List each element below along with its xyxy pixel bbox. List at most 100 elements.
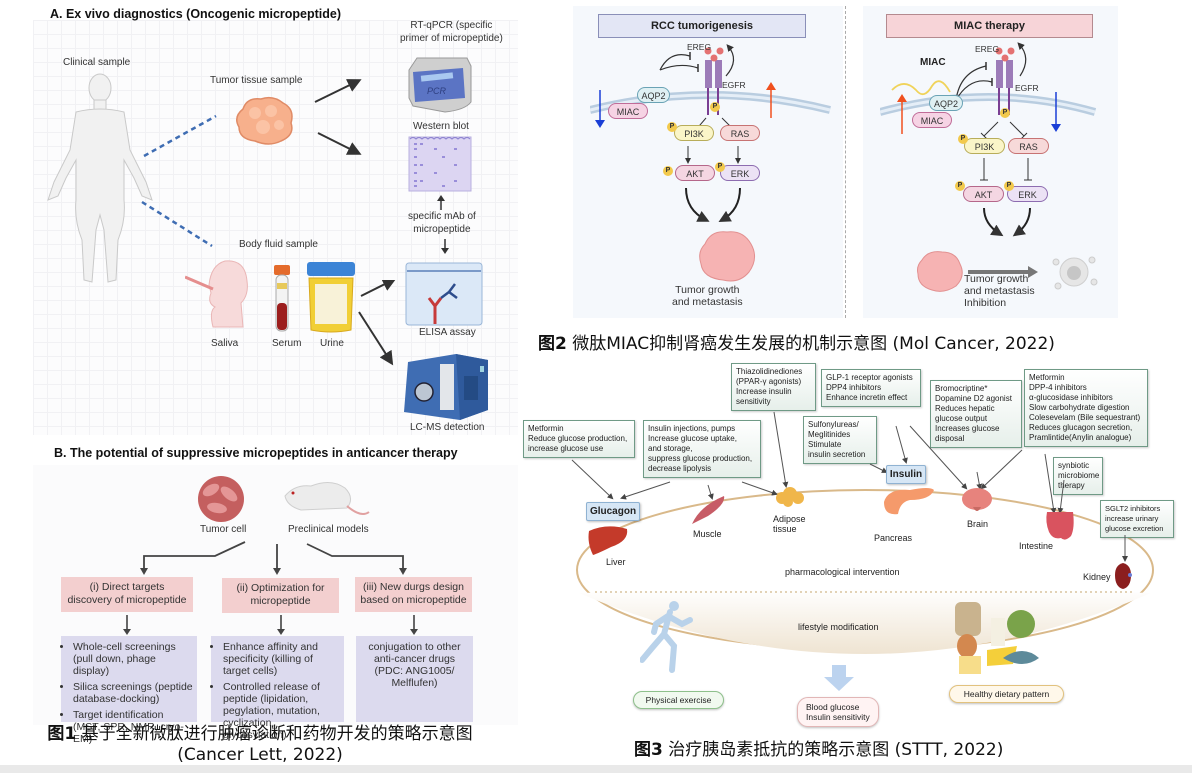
box-line: Sulfonylureas/ <box>808 420 859 429</box>
tumor-tissue-label: Tumor tissue sample <box>210 75 303 86</box>
human-body-icon <box>47 73 153 283</box>
intervention-ellipse <box>576 489 1154 654</box>
strategy-2-box: (ii) Optimization for micropeptide <box>222 578 339 613</box>
physical-exercise-label: Physical exercise <box>633 691 724 709</box>
figure-1: A. Ex vivo diagnostics (Oncogenic microp… <box>0 0 520 773</box>
figure-1-caption: 图1 基于全新微肽进行肿瘤诊断和药物开发的策略示意图 (Cancer Lett,… <box>0 724 520 766</box>
phospho-badge: P <box>1004 181 1014 191</box>
miac-outcome-line3: Inhibition <box>964 297 1007 309</box>
elisa-well-icon <box>405 262 483 326</box>
figure-1-caption-prefix: 图1 <box>47 724 77 744</box>
tumor-icon <box>699 231 755 282</box>
ereg-label: EREG <box>975 44 1000 54</box>
pcr-machine-icon: PCR <box>408 57 472 113</box>
western-blot-icon <box>408 136 472 192</box>
elisa-label: ELISA assay <box>419 327 476 338</box>
erk-node: ERK <box>720 165 760 181</box>
phospho-badge: P <box>667 122 677 132</box>
panel-b-title: B. The potential of suppressive micropep… <box>54 446 458 460</box>
liver-label: Liver <box>606 557 626 567</box>
phospho-badge: P <box>955 181 965 191</box>
rtqpcr-label-line1: RT-qPCR (specific <box>410 20 493 31</box>
sulfonylureas-box: Sulfonylureas/ Meglitinides Stimulate in… <box>803 416 877 464</box>
strategy-down-arrows <box>123 615 418 635</box>
pi3k-node: PI3K <box>674 125 714 141</box>
box-line: GLP-1 receptor agonists <box>826 373 913 382</box>
strategy-3-heading-line2: based on micropeptide <box>360 594 467 606</box>
box-line: Increases glucose <box>935 424 1000 433</box>
strategy-1-details: Whole-cell screenings (pull down, phage … <box>61 636 197 745</box>
miac-outcome-line2: and metastasis <box>964 285 1035 297</box>
box-line: synbiotic <box>1058 461 1090 470</box>
figure-2-caption: 图2 微肽MIAC抑制肾癌发生发展的机制示意图 (Mol Cancer, 202… <box>538 329 1055 354</box>
phospho-badge: P <box>715 162 725 172</box>
box-line: α-glucosidase inhibitors <box>1029 393 1113 402</box>
box-line: SGLT2 inhibitors <box>1105 504 1161 513</box>
box-line: Bromocriptine* <box>935 384 988 393</box>
preclinical-models-label: Preclinical models <box>288 524 369 535</box>
box-line: Meglitinides <box>808 430 851 439</box>
metformin-liver-box: Metformin Reduce glucose production, inc… <box>523 420 635 458</box>
rcc-pathway-diagram <box>590 44 831 222</box>
phospho-badge: P <box>958 134 968 144</box>
aqp2-node: AQP2 <box>637 87 670 103</box>
brain-label: Brain <box>967 519 989 529</box>
kidney-label: Kidney <box>1083 572 1111 582</box>
mab-label: specific mAb of micropeptide <box>408 210 476 236</box>
box-line: glucose excretion <box>1105 524 1164 533</box>
figure-2-caption-prefix: 图2 <box>538 334 567 354</box>
rtqpcr-label-line2: primer of micropeptide) <box>400 33 503 44</box>
phospho-badge: P <box>1000 108 1010 118</box>
rcc-outcome-label: Tumor growth and metastasis <box>672 284 743 308</box>
box-line: Reduce glucose production, <box>528 434 628 443</box>
pcr-screen-text: PCR <box>427 86 447 96</box>
serum-label: Serum <box>272 338 302 349</box>
rtqpcr-label: RT-qPCR (specific primer of micropeptide… <box>400 19 503 45</box>
runner-icon <box>640 601 693 673</box>
healthy-food-icon <box>955 602 1039 674</box>
figure-1-caption-source: (Cancer Lett, 2022) <box>177 745 343 765</box>
up-arrow-icon <box>437 195 445 210</box>
box-line: DPP4 inhibitors <box>826 383 882 392</box>
box-line: suppress glucose production, <box>648 454 753 463</box>
box-line: Metformin <box>528 424 564 433</box>
strategy-3-box: (iii) New durgs design based on micropep… <box>355 577 472 612</box>
box-line: Pramlintide(Anylin analogue) <box>1029 433 1132 442</box>
miac-node: MIAC <box>912 112 952 128</box>
strategy-1-box: (i) Direct targets discovery of micropep… <box>61 577 193 612</box>
pi3k-node: PI3K <box>964 138 1005 154</box>
figure-2-divider <box>845 6 846 318</box>
dashed-connectors <box>141 114 217 248</box>
metformin-intestine-box: Metformin DPP-4 inhibitors α-glucosidase… <box>1024 369 1148 447</box>
rcc-outcome-line1: Tumor growth <box>675 284 740 296</box>
box-line: (PPAR-γ agonists) <box>736 377 802 386</box>
rcc-tumorigenesis-header: RCC tumorigenesis <box>598 14 806 38</box>
box-line: insulin secretion <box>808 450 866 459</box>
sglt2-box: SGLT2 inhibitors increase urinary glucos… <box>1100 500 1174 538</box>
figure-2-caption-title: 微肽MIAC抑制肾癌发生发展的机制示意图 (Mol Cancer, 2022) <box>566 334 1055 354</box>
figure-3-connectors <box>571 411 1128 562</box>
box-line: glucose output <box>935 414 988 423</box>
outcome-line2: Insulin sensitivity <box>806 712 870 722</box>
lcms-instrument-icon <box>404 354 488 420</box>
box-line: Increase glucose uptake, <box>648 434 737 443</box>
liver-icon <box>588 526 628 555</box>
branch-arrows <box>140 541 407 575</box>
box-line: sensitivity <box>736 397 771 406</box>
box-line: microbiome <box>1058 471 1100 480</box>
miac-node: MIAC <box>608 103 648 119</box>
fluid-arrows <box>358 280 397 366</box>
down-arrow-icon <box>441 239 449 254</box>
strategy-2-heading-line2: micropeptide <box>250 595 311 607</box>
strategy-2-item: Enhance affinity and specificity (killin… <box>223 641 340 677</box>
rcc-outcome-line2: and metastasis <box>672 296 743 308</box>
box-line: Increase insulin <box>736 387 792 396</box>
adipose-tissue-icon <box>776 487 804 507</box>
box-line: and storage, <box>648 444 693 453</box>
strategy-2-heading-line1: (ii) Optimization for <box>236 582 325 594</box>
figure-3-caption-title: 治疗胰岛素抵抗的策略示意图 (STTT, 2022) <box>662 740 1004 760</box>
intestine-icon <box>1046 512 1074 540</box>
mouse-icon <box>284 482 370 515</box>
tumor-inhibition-icons <box>917 251 1098 292</box>
thiazolidinediones-box: Thiazolidinediones (PPAR-γ agonists) Inc… <box>731 363 816 411</box>
